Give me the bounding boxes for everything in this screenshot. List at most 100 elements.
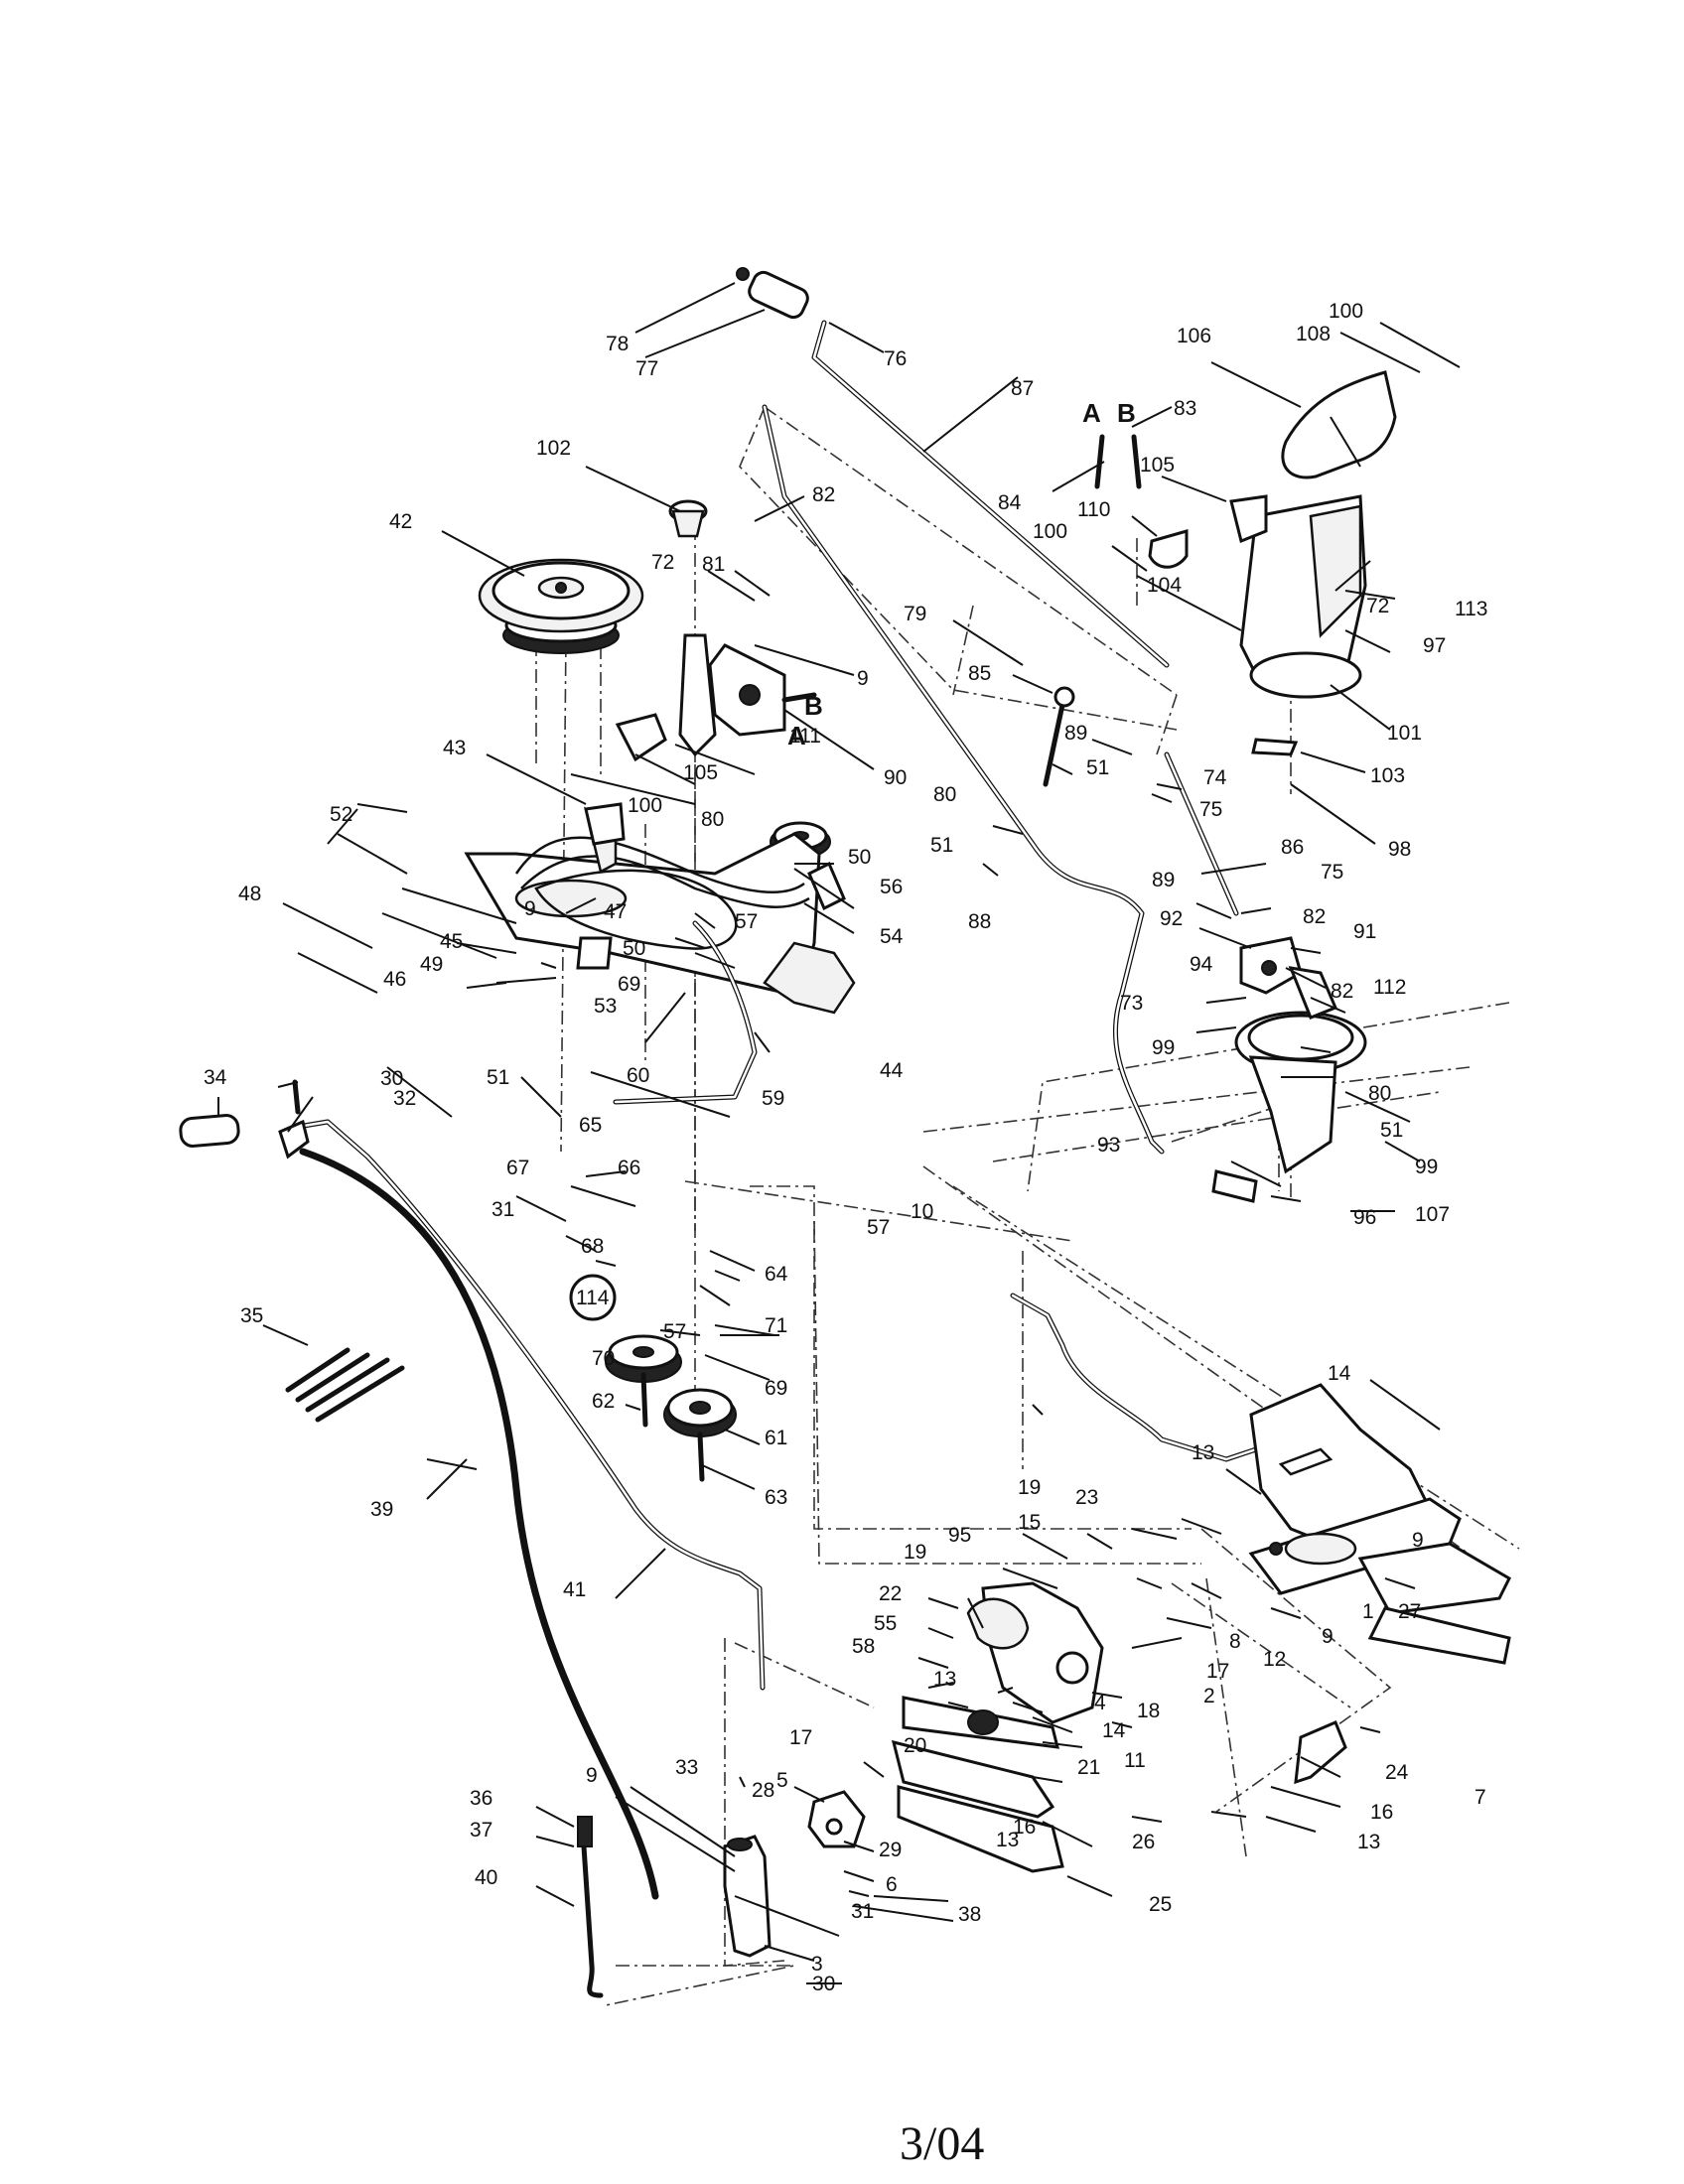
callout-57-c: 57 (663, 1320, 686, 1343)
bracket-105-left (615, 713, 667, 762)
callout-31-a: 31 (491, 1198, 514, 1221)
callout-21: 21 (1077, 1756, 1100, 1779)
clip-93 (1211, 1169, 1258, 1203)
callout-85: 85 (968, 662, 991, 685)
callout-51-a: 51 (1086, 756, 1109, 779)
callout-78: 78 (606, 333, 629, 355)
callout-19-b: 19 (904, 1541, 926, 1564)
callout-58: 58 (852, 1635, 875, 1658)
callout-47: 47 (604, 900, 627, 923)
callout-40: 40 (475, 1866, 497, 1889)
callout-103: 103 (1370, 764, 1405, 787)
callout-51-d: 51 (1380, 1119, 1403, 1142)
callout-102: 102 (536, 437, 571, 460)
callout-39: 39 (370, 1498, 393, 1521)
callout-53: 53 (594, 995, 617, 1018)
callout-27: 27 (1398, 1600, 1421, 1623)
page-footer-code: 3/04 (900, 2117, 984, 2170)
callout-113: 113 (1455, 598, 1487, 620)
callout-6: 6 (886, 1873, 898, 1896)
callout-57-a: 57 (735, 910, 758, 933)
callout-68: 68 (581, 1235, 604, 1258)
pulley-61 (663, 1388, 737, 1482)
callout-86: 86 (1281, 836, 1304, 859)
callout-100-c: 100 (1329, 300, 1363, 323)
callout-114-circle (569, 1274, 617, 1321)
assembly-guide-lines (535, 406, 1520, 2006)
shift-bracket-90 (708, 643, 817, 737)
callout-55: 55 (874, 1612, 897, 1635)
callout-101: 101 (1387, 722, 1422, 745)
callout-16-a: 16 (1013, 1816, 1036, 1839)
callout-7: 7 (1474, 1786, 1486, 1809)
callout-8: 8 (1229, 1630, 1241, 1653)
callout-labels: 1 2 3 4 5 6 7 8 9 9 9 9 9 10 11 12 13 13… (204, 300, 1487, 1976)
callout-87: 87 (1011, 377, 1034, 400)
callout-76: 76 (884, 347, 907, 370)
callout-91: 91 (1353, 920, 1376, 943)
frame-lower-right (1248, 1383, 1511, 1665)
callout-9-a: 9 (1412, 1529, 1424, 1552)
callout-1: 1 (1362, 1600, 1374, 1623)
callout-59: 59 (762, 1087, 784, 1110)
callout-114: 114 (576, 1287, 610, 1309)
callout-19-a: 19 (1018, 1476, 1041, 1499)
callout-62: 62 (592, 1390, 615, 1413)
pulley-42 (478, 558, 644, 654)
bracket-center (966, 1581, 1104, 1724)
lever-11-25-26 (891, 1696, 1064, 1873)
callout-9-d: 9 (524, 897, 536, 920)
clip-103 (1251, 738, 1299, 756)
callout-18: 18 (1137, 1700, 1160, 1722)
callout-92: 92 (1160, 907, 1183, 930)
rod-60 (613, 920, 758, 1105)
callout-41: 41 (563, 1578, 586, 1601)
callout-37: 37 (470, 1819, 492, 1842)
mark-b-top: B (1117, 398, 1136, 428)
bracket-24-7 (1294, 1720, 1347, 1785)
callout-93: 93 (1097, 1134, 1120, 1157)
bracket-54 (807, 861, 846, 911)
callout-63: 63 (765, 1486, 787, 1509)
callout-69-a: 69 (618, 973, 640, 996)
belt-47 (534, 869, 738, 950)
callout-111: 111 (789, 725, 821, 748)
callout-33: 33 (675, 1756, 698, 1779)
callout-64: 64 (765, 1263, 788, 1286)
callout-12: 12 (1263, 1648, 1286, 1671)
callout-2: 2 (1203, 1685, 1215, 1707)
callout-31-b: 31 (851, 1900, 874, 1923)
knob-102 (668, 499, 708, 538)
housing-31 (723, 1835, 772, 1958)
bracket-91 (1288, 966, 1337, 1020)
callout-70: 70 (592, 1347, 615, 1370)
handle-grip-34 (179, 1114, 240, 1148)
callout-30: 30 (380, 1067, 403, 1090)
callout-95: 95 (948, 1524, 971, 1547)
callout-84: 84 (998, 491, 1022, 514)
chute-base-107 (1234, 1011, 1367, 1174)
callout-34: 34 (204, 1066, 227, 1089)
callout-83: 83 (1174, 397, 1196, 420)
callout-25: 25 (1149, 1893, 1172, 1916)
callout-50-a: 50 (848, 846, 871, 869)
callout-112: 112 (1373, 976, 1406, 999)
callout-106: 106 (1177, 325, 1211, 347)
callout-14-b: 14 (1102, 1719, 1126, 1742)
mark-b-bracket: B (804, 691, 823, 721)
callout-24: 24 (1385, 1761, 1409, 1784)
callout-89-b: 89 (1152, 869, 1175, 891)
callout-108: 108 (1296, 323, 1331, 345)
bracket-105-right (1229, 494, 1268, 544)
callout-56: 56 (880, 876, 903, 898)
callout-74: 74 (1203, 766, 1227, 789)
callout-23: 23 (1075, 1486, 1098, 1509)
struck-callout: 30 (806, 1973, 842, 1995)
callout-71: 71 (765, 1314, 787, 1337)
callout-15: 15 (1018, 1511, 1041, 1534)
callout-13-c: 13 (996, 1829, 1019, 1851)
callout-107: 107 (1415, 1203, 1450, 1226)
callout-52: 52 (330, 803, 352, 826)
